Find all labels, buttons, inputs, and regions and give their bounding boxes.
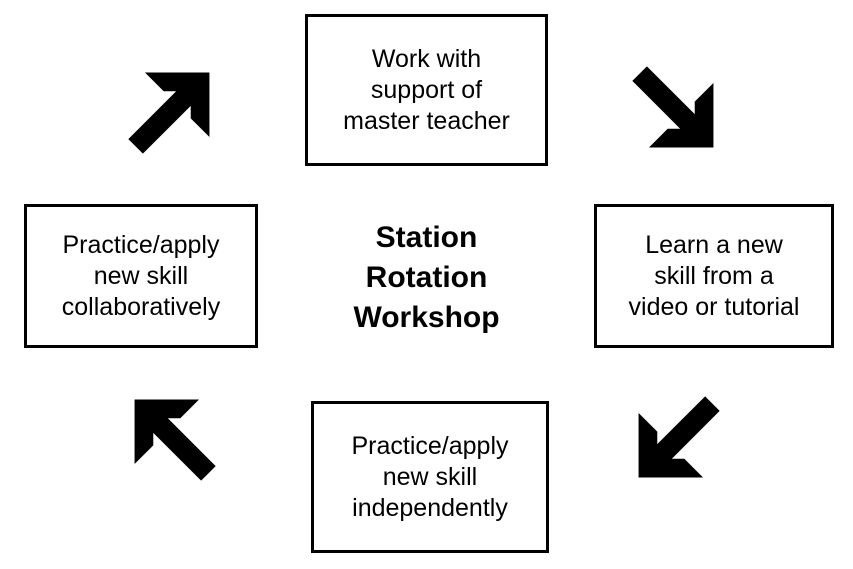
arrow-up-left-icon [120, 385, 224, 489]
arrow-down-right-icon [624, 58, 728, 162]
node-box-top: Work with support of master teacher [305, 14, 548, 166]
node-box-bottom: Practice/apply new skill independently [311, 401, 549, 553]
node-label-top: Work with support of master teacher [343, 44, 510, 135]
node-box-left: Practice/apply new skill collaboratively [24, 204, 258, 348]
node-box-right: Learn a new skill from a video or tutori… [594, 204, 834, 348]
arrow-down-left-icon [624, 388, 728, 492]
center-title: Station Rotation Workshop [305, 210, 548, 345]
center-title-text: Station Rotation Workshop [353, 220, 500, 334]
node-label-left: Practice/apply new skill collaboratively [61, 230, 221, 321]
arrow-up-right-icon [120, 58, 224, 162]
node-label-bottom: Practice/apply new skill independently [351, 431, 509, 522]
node-label-right: Learn a new skill from a video or tutori… [628, 230, 800, 321]
